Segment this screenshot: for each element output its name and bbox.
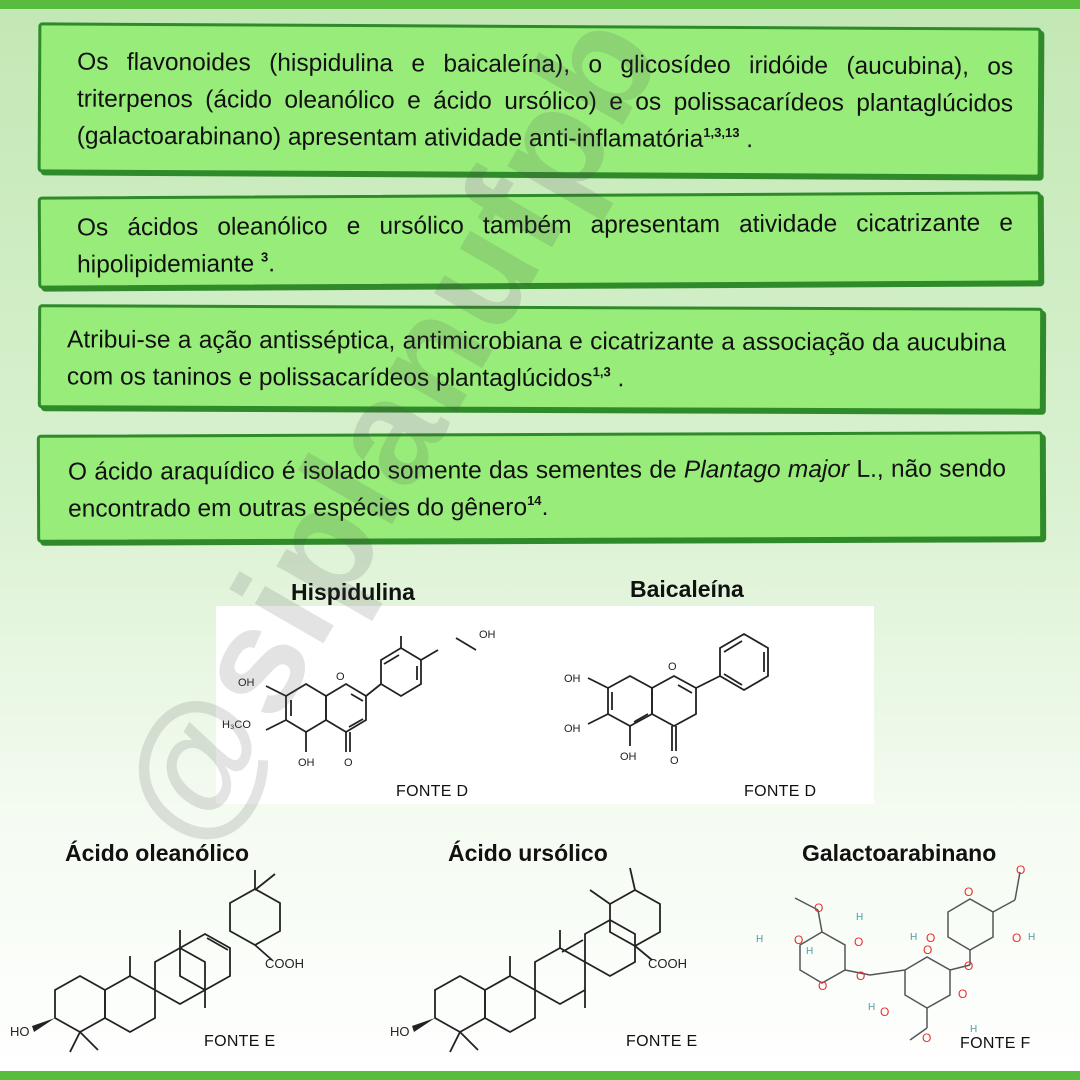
- svg-text:O: O: [818, 979, 827, 993]
- svg-text:H: H: [910, 932, 917, 943]
- svg-text:O: O: [668, 661, 677, 673]
- info-box-antiseptic: Atribui-se a ação antisséptica, antimicr…: [37, 304, 1044, 412]
- svg-text:HO: HO: [10, 1024, 30, 1039]
- source-oleanolic-acid: FONTE E: [204, 1033, 276, 1050]
- source-galactoarabinan: FONTE F: [960, 1035, 1031, 1052]
- species-name: Plantago major: [683, 455, 850, 484]
- svg-text:O: O: [926, 931, 935, 945]
- svg-text:OH: OH: [298, 757, 315, 769]
- svg-text:O: O: [854, 935, 863, 949]
- svg-text:O: O: [670, 755, 679, 767]
- hispidulina-structure: O OH OH H₃CO OH O: [222, 629, 496, 769]
- svg-text:OH: OH: [238, 677, 255, 689]
- paragraph-healing: Os ácidos oleanólico e ursólico também a…: [76, 209, 1013, 279]
- svg-text:H: H: [856, 912, 863, 923]
- title-galactoarabinan: Galactoarabinano: [802, 840, 997, 866]
- ursolic-acid-structure: COOH HO: [390, 867, 687, 1053]
- svg-text:O: O: [336, 671, 345, 683]
- svg-text:O: O: [922, 1031, 931, 1045]
- svg-text:OH: OH: [620, 751, 637, 763]
- svg-text:O: O: [1012, 931, 1021, 945]
- paragraph-anti-inflammatory: Os flavonoides (hispidulina e baicaleína…: [76, 48, 1014, 154]
- oleanolic-acid-structure: COOH HO: [10, 870, 304, 1053]
- galactoarabinan-structure: O O O O O O O O O O O O O O H H H H H H …: [756, 863, 1035, 1045]
- svg-text:O: O: [794, 933, 803, 947]
- source-ursolic-acid: FONTE E: [626, 1033, 698, 1050]
- bottom-bar: [0, 1071, 1080, 1080]
- source-hispidulina: FONTE D: [396, 783, 469, 800]
- svg-text:H: H: [806, 946, 813, 957]
- svg-text:O: O: [964, 885, 973, 899]
- svg-text:COOH: COOH: [265, 956, 304, 971]
- svg-text:O: O: [880, 1005, 889, 1019]
- info-box-arachidic-acid: O ácido araquídico é isolado somente das…: [36, 431, 1044, 543]
- svg-text:HO: HO: [390, 1024, 410, 1039]
- paragraph-arachidic-acid: O ácido araquídico é isolado somente das…: [67, 455, 1006, 523]
- svg-text:O: O: [964, 959, 973, 973]
- baicaleina-structure: O OH OH OH O: [564, 632, 769, 767]
- title-oleanolic-acid: Ácido oleanólico: [65, 840, 250, 866]
- svg-text:H: H: [868, 1002, 875, 1013]
- svg-text:O: O: [1016, 863, 1025, 877]
- reference-superscript: 1,3: [592, 364, 611, 380]
- svg-text:O: O: [958, 987, 967, 1001]
- svg-text:OH: OH: [564, 673, 581, 685]
- svg-text:H₃CO: H₃CO: [222, 719, 251, 731]
- svg-text:O: O: [923, 943, 932, 957]
- svg-text:OH: OH: [564, 723, 581, 735]
- svg-text:H: H: [1028, 932, 1035, 943]
- svg-text:O: O: [814, 901, 823, 915]
- svg-text:OH: OH: [479, 629, 496, 641]
- paragraph-antiseptic: Atribui-se a ação antisséptica, antimicr…: [66, 326, 1007, 393]
- svg-text:O: O: [344, 757, 353, 769]
- top-bar: [0, 0, 1080, 9]
- title-hispidulina: Hispidulina: [291, 579, 415, 605]
- info-box-anti-inflammatory: Os flavonoides (hispidulina e baicaleína…: [37, 22, 1042, 178]
- title-ursolic-acid: Ácido ursólico: [448, 840, 608, 866]
- info-box-healing: Os ácidos oleanólico e ursólico também a…: [37, 191, 1042, 289]
- reference-superscript: 14: [527, 492, 542, 509]
- svg-text:H: H: [756, 934, 763, 945]
- svg-text:O: O: [856, 969, 865, 983]
- source-baicaleina: FONTE D: [744, 783, 817, 800]
- reference-superscript: 1,3,13: [703, 124, 740, 141]
- svg-text:H: H: [970, 1024, 977, 1035]
- svg-text:COOH: COOH: [648, 956, 687, 971]
- title-baicaleina: Baicaleína: [630, 576, 744, 602]
